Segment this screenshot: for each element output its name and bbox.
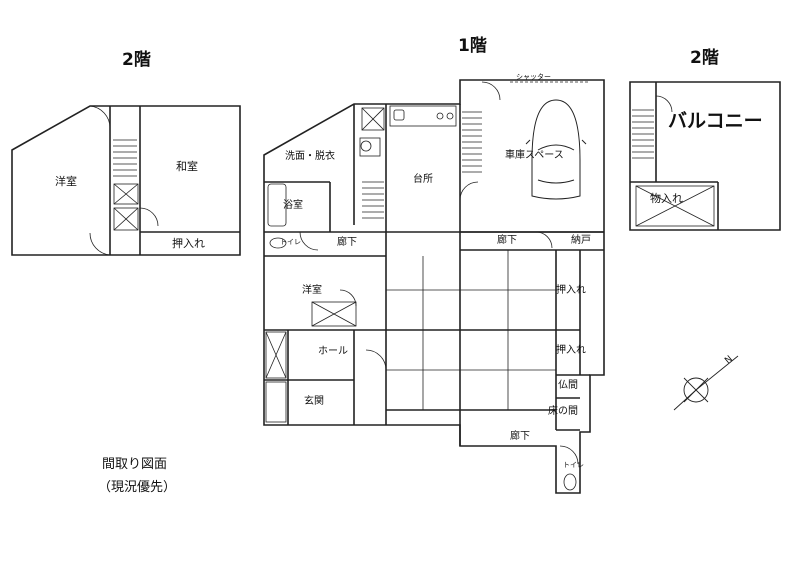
compass-icon bbox=[673, 355, 739, 411]
room-label-genkan: 玄関 bbox=[304, 396, 324, 407]
room-label-oshiire-2f: 押入れ bbox=[172, 237, 205, 250]
room-label-hall: ホール bbox=[318, 346, 348, 357]
room-label-toilet-1f: トイレ bbox=[280, 238, 301, 246]
second-floor-left-stairs bbox=[89, 105, 159, 256]
room-label-bath: 浴室 bbox=[283, 200, 303, 211]
second-floor-left-walls bbox=[11, 105, 241, 256]
room-label-kitchen: 台所 bbox=[413, 174, 433, 185]
room-label-tokonoma: 床の間 bbox=[548, 406, 578, 417]
room-label-youshitsu-2f: 洋室 bbox=[55, 175, 77, 188]
car-icon bbox=[525, 99, 587, 200]
room-label-nando: 納戸 bbox=[571, 235, 591, 246]
floor-label-1f: 1階 bbox=[458, 36, 487, 56]
first-floor-walls bbox=[263, 79, 605, 494]
room-label-washitsu-2f: 和室 bbox=[176, 160, 198, 173]
room-label-balcony: バルコニー bbox=[668, 110, 763, 132]
caption-note: （現況優先） bbox=[98, 480, 177, 495]
floor-label-2f-left: 2階 bbox=[122, 50, 151, 70]
room-label-butsuma: 仏間 bbox=[558, 380, 578, 391]
room-label-rouka-1: 廊下 bbox=[337, 237, 357, 248]
room-label-youshitsu-1f: 洋室 bbox=[302, 285, 322, 296]
room-label-oshiire-a: 押入れ bbox=[556, 285, 586, 296]
room-label-rouka-3: 廊下 bbox=[510, 431, 530, 442]
room-label-toilet-2: トイレ bbox=[563, 461, 584, 469]
room-label-senmen: 洗面・脱衣 bbox=[285, 151, 335, 162]
second-floor-right-walls bbox=[629, 81, 781, 231]
caption-title: 間取り図面 bbox=[102, 457, 168, 472]
room-label-oshiire-b: 押入れ bbox=[556, 345, 586, 356]
room-label-monoire: 物入れ bbox=[650, 192, 683, 205]
first-floor-details bbox=[265, 81, 590, 491]
label-shutter: シャッター bbox=[516, 73, 551, 81]
second-floor-right-details bbox=[632, 95, 715, 227]
floor-label-2f-right: 2階 bbox=[690, 48, 719, 68]
room-label-garage: 車庫スペース bbox=[505, 150, 564, 161]
room-label-rouka-2: 廊下 bbox=[497, 235, 517, 246]
